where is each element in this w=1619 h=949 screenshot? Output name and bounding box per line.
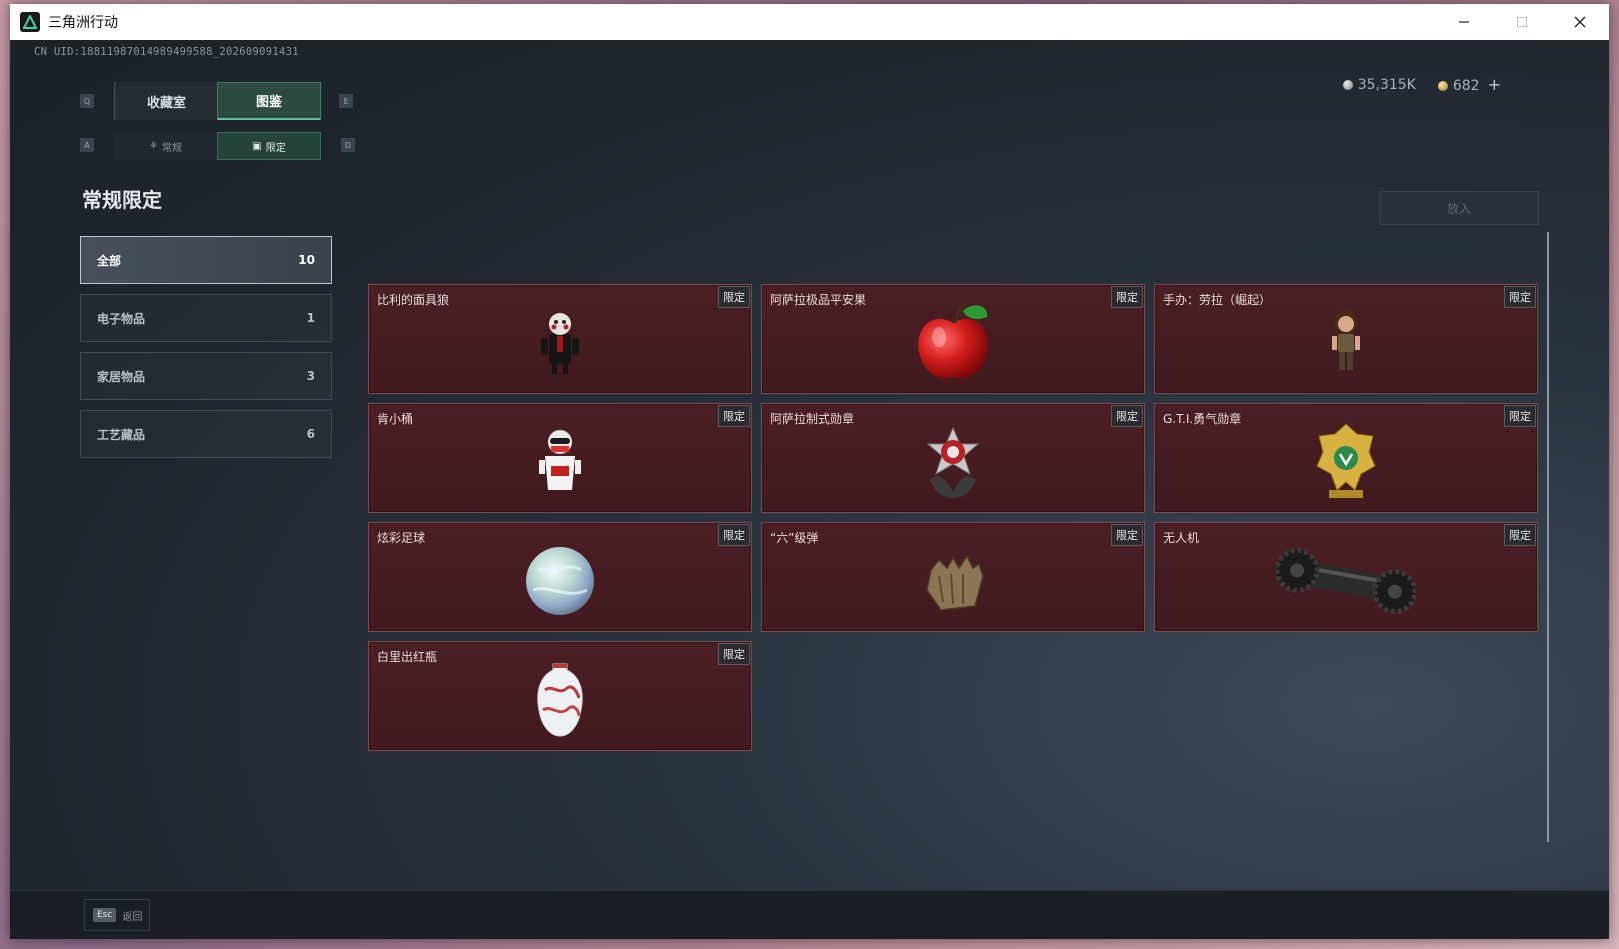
item-name: 肯小桶 bbox=[377, 412, 414, 426]
maximize-button[interactable] bbox=[1493, 4, 1551, 40]
item-name: 比利的面具狼 bbox=[377, 293, 450, 307]
lara-figure-icon bbox=[1332, 310, 1360, 371]
category-crafts[interactable]: 工艺藏品 6 bbox=[80, 410, 332, 458]
gti-medal-icon bbox=[1316, 423, 1376, 499]
limited-badge: 限定 bbox=[1111, 405, 1143, 427]
category-label: 全部 bbox=[97, 253, 122, 268]
item-card[interactable]: 无人机 限定 bbox=[1154, 522, 1538, 632]
gold-amount: 682 bbox=[1452, 78, 1480, 94]
item-card[interactable]: 手办：劳拉（崛起） 限定 bbox=[1154, 284, 1538, 394]
limited-badge: 限定 bbox=[1504, 286, 1536, 308]
item-name: 手办：劳拉（崛起） bbox=[1163, 293, 1272, 307]
place-button[interactable]: 放入 bbox=[1379, 191, 1539, 225]
category-count: 1 bbox=[306, 311, 315, 325]
gauntlet-icon bbox=[926, 554, 984, 612]
category-label: 家居物品 bbox=[97, 369, 146, 384]
limited-badge: 限定 bbox=[718, 643, 750, 665]
tab-catalog[interactable]: 图鉴 bbox=[217, 82, 321, 120]
limited-badge: 限定 bbox=[1504, 524, 1536, 546]
back-label: 返回 bbox=[122, 911, 143, 923]
item-card[interactable]: 比利的面具狼 限定 bbox=[368, 284, 752, 394]
key-hint-a: A bbox=[80, 138, 94, 152]
item-card[interactable]: G.T.I.勇气勋章 限定 bbox=[1154, 403, 1538, 513]
section-title: 常规限定 bbox=[82, 188, 162, 212]
esc-key-hint: Esc bbox=[93, 908, 117, 922]
player-uid: CN UID:18811987014989499588_202609091431 bbox=[34, 46, 299, 58]
tab-collection-room[interactable]: 收藏室 bbox=[114, 82, 218, 120]
item-card[interactable]: “六”级弹 限定 bbox=[761, 522, 1145, 632]
limited-badge: 限定 bbox=[1111, 524, 1143, 546]
scrollbar-thumb[interactable] bbox=[1547, 232, 1549, 842]
category-count: 3 bbox=[306, 369, 315, 383]
item-name: “六”级弹 bbox=[770, 531, 819, 545]
gold-coin-icon bbox=[1437, 81, 1448, 91]
item-card[interactable]: 肯小桶 限定 bbox=[368, 403, 752, 513]
category-count: 10 bbox=[298, 253, 315, 267]
currency-bar: 35,315K 682 + bbox=[1342, 75, 1501, 94]
minimize-button[interactable] bbox=[1435, 4, 1493, 40]
item-name: 阿萨拉制式勋章 bbox=[770, 412, 855, 426]
maximize-icon bbox=[1517, 17, 1527, 27]
category-count: 6 bbox=[306, 427, 315, 441]
category-label: 电子物品 bbox=[97, 311, 146, 326]
silver-coin-icon bbox=[1342, 79, 1353, 90]
bucket-figure-icon bbox=[539, 430, 581, 491]
vase-icon bbox=[537, 663, 583, 737]
asala-medal-icon bbox=[926, 427, 980, 499]
subtab-limited-label: 限定 bbox=[265, 142, 286, 154]
category-label: 工艺藏品 bbox=[97, 427, 146, 442]
category-all[interactable]: 全部 10 bbox=[80, 236, 332, 284]
subtab-regular-label: 常规 bbox=[161, 142, 182, 154]
item-card[interactable]: 阿萨拉极品平安果 限定 bbox=[761, 284, 1145, 394]
category-household[interactable]: 家居物品 3 bbox=[80, 352, 332, 400]
subtab-regular[interactable]: ⚘常规 bbox=[114, 132, 217, 160]
footer-bar: Esc 返回 bbox=[10, 890, 1609, 939]
close-button[interactable] bbox=[1551, 4, 1609, 40]
regular-icon: ⚘ bbox=[149, 140, 158, 152]
item-name: 无人机 bbox=[1163, 531, 1200, 545]
limited-badge: 限定 bbox=[718, 286, 750, 308]
item-card[interactable]: 炫彩足球 限定 bbox=[368, 522, 752, 632]
app-window: 三角洲行动 CN UID:18811987014989499588_202609… bbox=[10, 4, 1609, 939]
add-currency-button[interactable]: + bbox=[1487, 75, 1501, 94]
item-card[interactable]: 白里出红瓶 限定 bbox=[368, 641, 752, 751]
limited-badge: 限定 bbox=[1504, 405, 1536, 427]
apple-icon bbox=[918, 303, 988, 379]
close-icon bbox=[1574, 16, 1586, 28]
item-card[interactable]: 阿萨拉制式勋章 限定 bbox=[761, 403, 1145, 513]
key-hint-q: Q bbox=[80, 94, 94, 108]
app-logo-icon bbox=[20, 12, 40, 32]
minimize-icon bbox=[1459, 21, 1469, 23]
item-name: 炫彩足球 bbox=[377, 531, 426, 545]
limited-badge: 限定 bbox=[718, 405, 750, 427]
silver-currency: 35,315K bbox=[1342, 76, 1416, 93]
key-hint-d: D bbox=[341, 138, 355, 152]
item-grid: 比利的面具狼 限定 阿萨拉极品平安果 限定 bbox=[368, 284, 1538, 751]
window-title: 三角洲行动 bbox=[48, 15, 118, 31]
iridescent-football-icon bbox=[526, 547, 594, 616]
drone-icon bbox=[1276, 548, 1416, 615]
limited-badge: 限定 bbox=[718, 524, 750, 546]
limited-badge: 限定 bbox=[1111, 286, 1143, 308]
billy-puppet-icon bbox=[541, 313, 579, 375]
subtab-limited[interactable]: ▣限定 bbox=[217, 132, 321, 160]
back-button[interactable]: Esc 返回 bbox=[84, 899, 150, 931]
limited-icon: ▣ bbox=[252, 140, 262, 152]
title-bar: 三角洲行动 bbox=[10, 4, 1609, 40]
item-name: G.T.I.勇气勋章 bbox=[1163, 412, 1242, 426]
key-hint-e: E bbox=[339, 94, 353, 108]
category-electronics[interactable]: 电子物品 1 bbox=[80, 294, 332, 342]
silver-amount: 35,315K bbox=[1357, 76, 1416, 93]
item-name: 白里出红瓶 bbox=[377, 650, 438, 664]
item-name: 阿萨拉极品平安果 bbox=[770, 293, 867, 307]
gold-currency: 682 + bbox=[1437, 75, 1501, 94]
